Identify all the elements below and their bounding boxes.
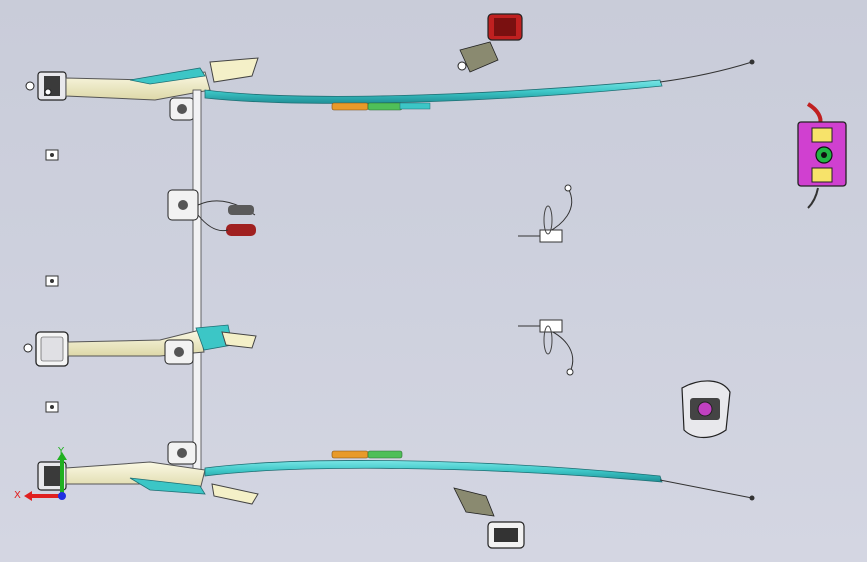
- upper-retractor[interactable]: [169, 97, 195, 121]
- upper-sensor-lead[interactable]: [518, 184, 573, 243]
- upper-green-tube[interactable]: [367, 102, 403, 111]
- middle-buckle[interactable]: [23, 331, 69, 367]
- upper-tongue-plate[interactable]: [209, 57, 259, 83]
- upper-harness-assembly[interactable]: [25, 57, 755, 121]
- upper-wire-tail[interactable]: [659, 61, 753, 83]
- coordinate-triad: X Y: [14, 446, 67, 501]
- y-axis-label: Y: [57, 446, 65, 457]
- lower-anchor-bracket[interactable]: [37, 461, 67, 491]
- mid-clip-upper[interactable]: [167, 189, 256, 236]
- frame-bar[interactable]: [192, 89, 202, 471]
- middle-harness-assembly[interactable]: [23, 324, 257, 367]
- lower-tongue-plate[interactable]: [211, 483, 259, 505]
- lower-green-tube[interactable]: [367, 450, 403, 459]
- middle-tongue-plate[interactable]: [221, 331, 257, 349]
- upper-orange-tube[interactable]: [331, 102, 369, 111]
- hub-module[interactable]: [681, 380, 731, 439]
- top-lamp-connector[interactable]: [457, 13, 523, 73]
- lower-orange-tube[interactable]: [331, 450, 369, 459]
- lower-harness-assembly[interactable]: [37, 441, 755, 505]
- lower-sleeve-cable[interactable]: [204, 460, 663, 483]
- middle-retractor[interactable]: [164, 339, 194, 365]
- fastener-2[interactable]: [45, 275, 59, 287]
- lower-wire-tail[interactable]: [659, 479, 753, 499]
- control-box[interactable]: [797, 102, 847, 209]
- bottom-lamp-connector[interactable]: [453, 487, 525, 549]
- x-axis-label: X: [14, 490, 21, 501]
- fastener-1[interactable]: [45, 149, 59, 161]
- fastener-3[interactable]: [45, 401, 59, 413]
- upper-sleeve-cable[interactable]: [204, 79, 663, 104]
- upper-anchor-bracket[interactable]: [25, 71, 67, 101]
- lower-sensor-lead[interactable]: [518, 319, 574, 376]
- lower-retractor[interactable]: [167, 441, 197, 465]
